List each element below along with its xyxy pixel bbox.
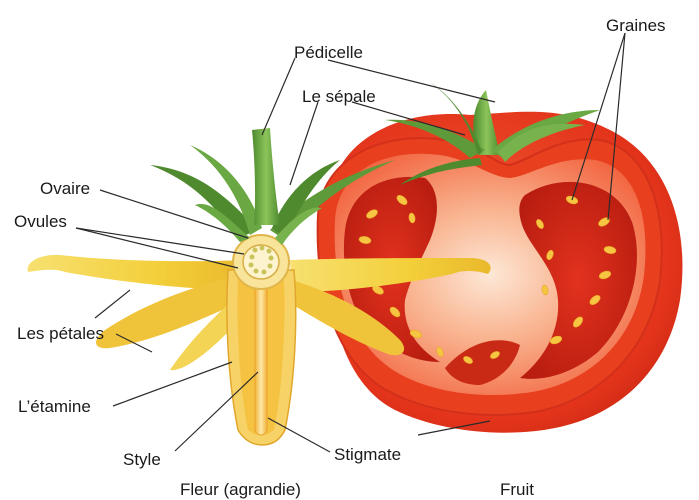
label-sepale: Le sépale bbox=[302, 88, 376, 105]
label-stigmate: Stigmate bbox=[334, 446, 401, 463]
label-ovaire: Ovaire bbox=[40, 180, 90, 197]
tomato-fruit bbox=[318, 82, 683, 433]
label-etamine: L’étamine bbox=[18, 398, 91, 415]
label-style: Style bbox=[123, 451, 161, 468]
label-ovules: Ovules bbox=[14, 213, 67, 230]
label-fleur: Fleur (agrandie) bbox=[180, 481, 301, 498]
label-petales: Les pétales bbox=[17, 325, 104, 342]
label-fruit: Fruit bbox=[500, 481, 534, 498]
label-graines: Graines bbox=[606, 17, 666, 34]
label-pedicelle: Pédicelle bbox=[294, 44, 363, 61]
